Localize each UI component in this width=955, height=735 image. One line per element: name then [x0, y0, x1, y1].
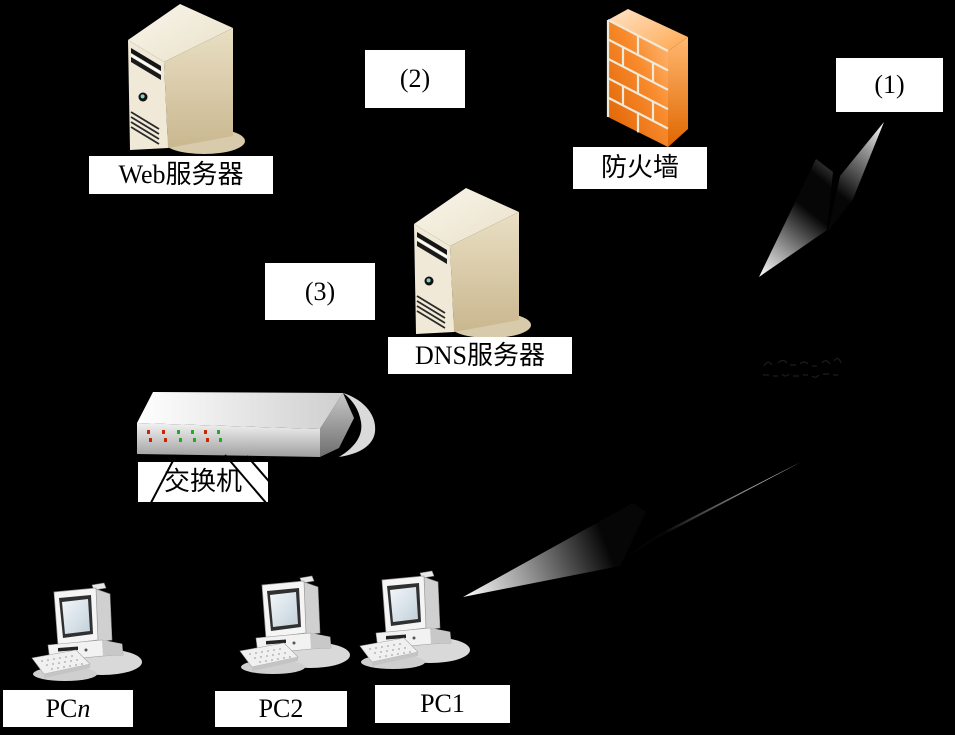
web-server-label: Web服务器 — [89, 156, 273, 194]
firewall-icon — [606, 9, 688, 147]
switch-icon — [137, 392, 376, 457]
switch-leds — [147, 430, 222, 442]
blank-1-label: (1) — [836, 58, 943, 112]
pcn-icon — [31, 582, 143, 682]
blank-2-label: (2) — [365, 50, 465, 108]
firewall-brick-lines — [606, 19, 669, 133]
firewall-label: 防火墙 — [573, 147, 707, 189]
switch-label: 交换机 — [138, 462, 268, 502]
pc1-label: PC1 — [375, 685, 510, 723]
dns-server-icon — [413, 187, 532, 339]
web-server-icon — [127, 3, 246, 155]
pc2-icon — [239, 575, 351, 675]
blank-3-label: (3) — [265, 263, 375, 320]
pc1-icon — [359, 570, 471, 670]
dns-server-label: DNS服务器 — [388, 337, 572, 374]
pc2-label: PC2 — [215, 691, 347, 727]
switch-end-swoosh — [339, 393, 376, 457]
